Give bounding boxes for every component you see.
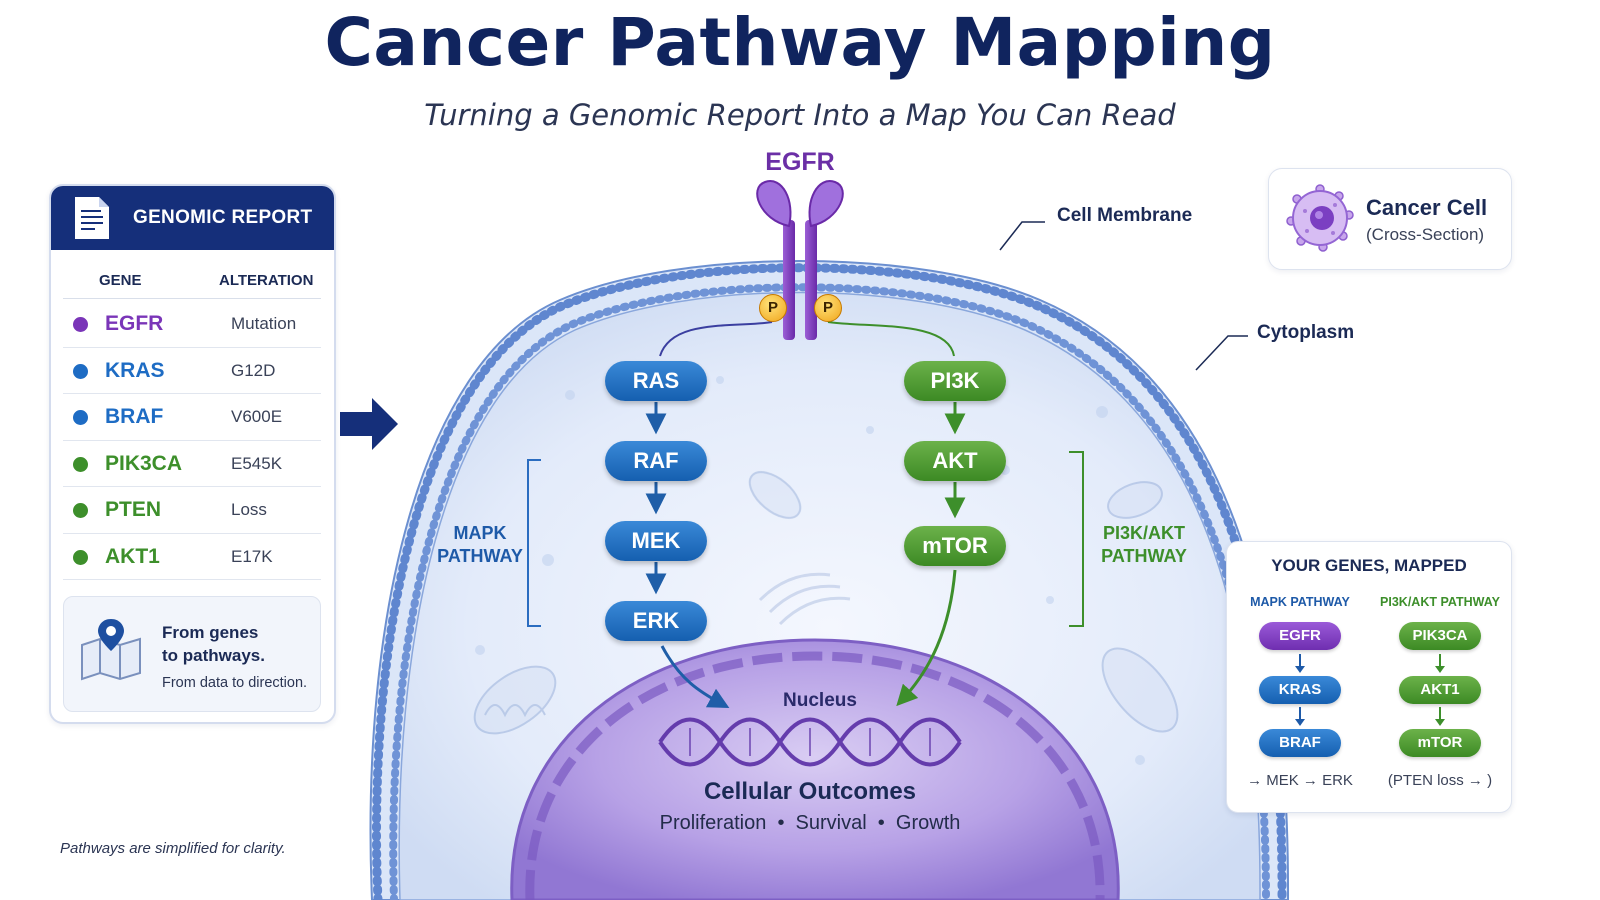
nucleus — [510, 638, 1120, 900]
gene-color-dot — [73, 456, 88, 472]
gene-row-egfr: EGFR Mutation — [63, 301, 321, 348]
gene-color-dot — [73, 549, 88, 565]
map-pin-icon — [81, 619, 141, 681]
page-subtitle: Turning a Genomic Report Into a Map You … — [424, 98, 1176, 132]
phospho-badge-right: P — [814, 294, 842, 322]
mapk-label-line2: PATHWAY — [437, 546, 523, 566]
mapk-label-line1: MAPK — [453, 523, 507, 543]
mapped-pi3k-header: PI3K/AKT PATHWAY — [1380, 595, 1500, 609]
pi3k-label-line1: PI3K/AKT — [1102, 523, 1185, 543]
cancer-cell-icon — [1286, 184, 1354, 252]
callout-line1: From genes — [162, 623, 259, 642]
page-title: Cancer Pathway Mapping — [324, 4, 1276, 81]
pi3k-pathway-label: PI3K/AKT PATHWAY — [1092, 522, 1196, 568]
gene-alteration: E17K — [231, 546, 273, 566]
mapk-pathway-label: MAPK PATHWAY — [432, 522, 528, 568]
mitochondrion-left — [473, 665, 557, 735]
mapped-mapk-footer: → MEK → ERK — [1247, 772, 1353, 789]
mitochondrion-right — [748, 471, 1179, 733]
gene-alteration: V600E — [231, 407, 283, 426]
document-icon — [75, 197, 109, 239]
cancer-cell-legend: Cancer Cell (Cross-Section) — [1268, 168, 1512, 270]
gene-name: BRAF — [105, 405, 164, 428]
phospho-badge-left: P — [759, 294, 787, 322]
mapped-pi3k-footer: (PTEN loss → ) — [1387, 772, 1493, 789]
dna-helix-icon — [658, 717, 962, 767]
gene-name: AKT1 — [105, 544, 160, 568]
node-mek: MEK — [605, 521, 707, 561]
mapped-title: YOUR GENES, MAPPED — [1271, 556, 1467, 575]
mapped-arrow-3 — [1435, 654, 1445, 673]
gene-row-kras: KRAS G12D — [63, 348, 321, 394]
col-alteration-header: ALTERATION — [219, 272, 314, 289]
mapped-arrow-2 — [1295, 707, 1305, 726]
pi3k-label-line2: PATHWAY — [1101, 546, 1187, 566]
report-title: GENOMIC REPORT — [133, 207, 313, 228]
egfr-label: EGFR — [765, 148, 835, 176]
node-ras: RAS — [605, 361, 707, 401]
gene-row-pik3ca: PIK3CA E545K — [63, 441, 321, 487]
gene-color-dot — [73, 363, 88, 379]
gene-alteration: Loss — [231, 500, 267, 519]
node-erk: ERK — [605, 601, 707, 641]
callout-line2: to pathways. — [162, 646, 265, 665]
col-gene-header: GENE — [99, 272, 142, 289]
mapped-arrow-1 — [1295, 654, 1305, 673]
mapped-gene-mtor: mTOR — [1399, 729, 1481, 757]
mapped-arrow-4 — [1435, 707, 1445, 726]
mapped-gene-braf: BRAF — [1259, 729, 1341, 757]
er-structure — [758, 572, 851, 626]
mapped-mapk-header: MAPK PATHWAY — [1250, 595, 1350, 609]
report-to-cell-arrow — [340, 398, 398, 450]
cytoplasm-label: Cytoplasm — [1257, 322, 1355, 343]
gene-name: KRAS — [105, 358, 165, 382]
node-pi3k: PI3K — [904, 361, 1006, 401]
callout-line3: From data to direction. — [162, 675, 308, 691]
gene-row-pten: PTEN Loss — [63, 487, 321, 534]
mapped-gene-akt1: AKT1 — [1399, 676, 1481, 704]
genomic-report-panel: GENOMIC REPORT GENE ALTERATION EGFR Mutat… — [49, 184, 336, 724]
footnote: Pathways are simplified for clarity. — [60, 840, 286, 857]
gene-row-braf: BRAF V600E — [63, 394, 321, 441]
gene-alteration: G12D — [231, 360, 276, 380]
gene-color-dot — [73, 410, 88, 425]
gene-color-dot — [73, 317, 88, 332]
nucleus-label: Nucleus — [783, 690, 857, 711]
gene-name: PIK3CA — [105, 451, 183, 475]
outcomes-title: Cellular Outcomes — [703, 778, 917, 805]
gene-alteration: E545K — [231, 453, 283, 473]
node-raf: RAF — [605, 441, 707, 481]
cell-membrane-label: Cell Membrane — [1057, 205, 1193, 226]
callout-headline: From genes to pathways. — [162, 621, 265, 667]
report-header: GENOMIC REPORT — [51, 186, 334, 250]
mapped-gene-kras: KRAS — [1259, 676, 1341, 704]
report-column-headers: GENE ALTERATION — [63, 270, 321, 299]
legend-title: Cancer Cell — [1366, 195, 1488, 220]
node-akt: AKT — [904, 441, 1006, 481]
gene-row-akt1: AKT1 E17K — [63, 534, 321, 580]
genes-mapped-card: YOUR GENES, MAPPED MAPK PATHWAY PI3K/AKT… — [1226, 541, 1512, 813]
gene-color-dot — [73, 503, 88, 518]
gene-name: EGFR — [105, 312, 164, 335]
gene-alteration: Mutation — [231, 314, 297, 333]
legend-subtitle: (Cross-Section) — [1366, 225, 1485, 244]
gene-name: PTEN — [105, 498, 162, 521]
outcomes-list: Proliferation • Survival • Growth — [659, 812, 961, 834]
node-mtor: mTOR — [904, 526, 1006, 566]
mapped-gene-pik3ca: PIK3CA — [1399, 622, 1481, 650]
mapped-gene-egfr: EGFR — [1259, 622, 1341, 650]
genes-to-pathways-callout: From genes to pathways. From data to dir… — [63, 596, 321, 712]
